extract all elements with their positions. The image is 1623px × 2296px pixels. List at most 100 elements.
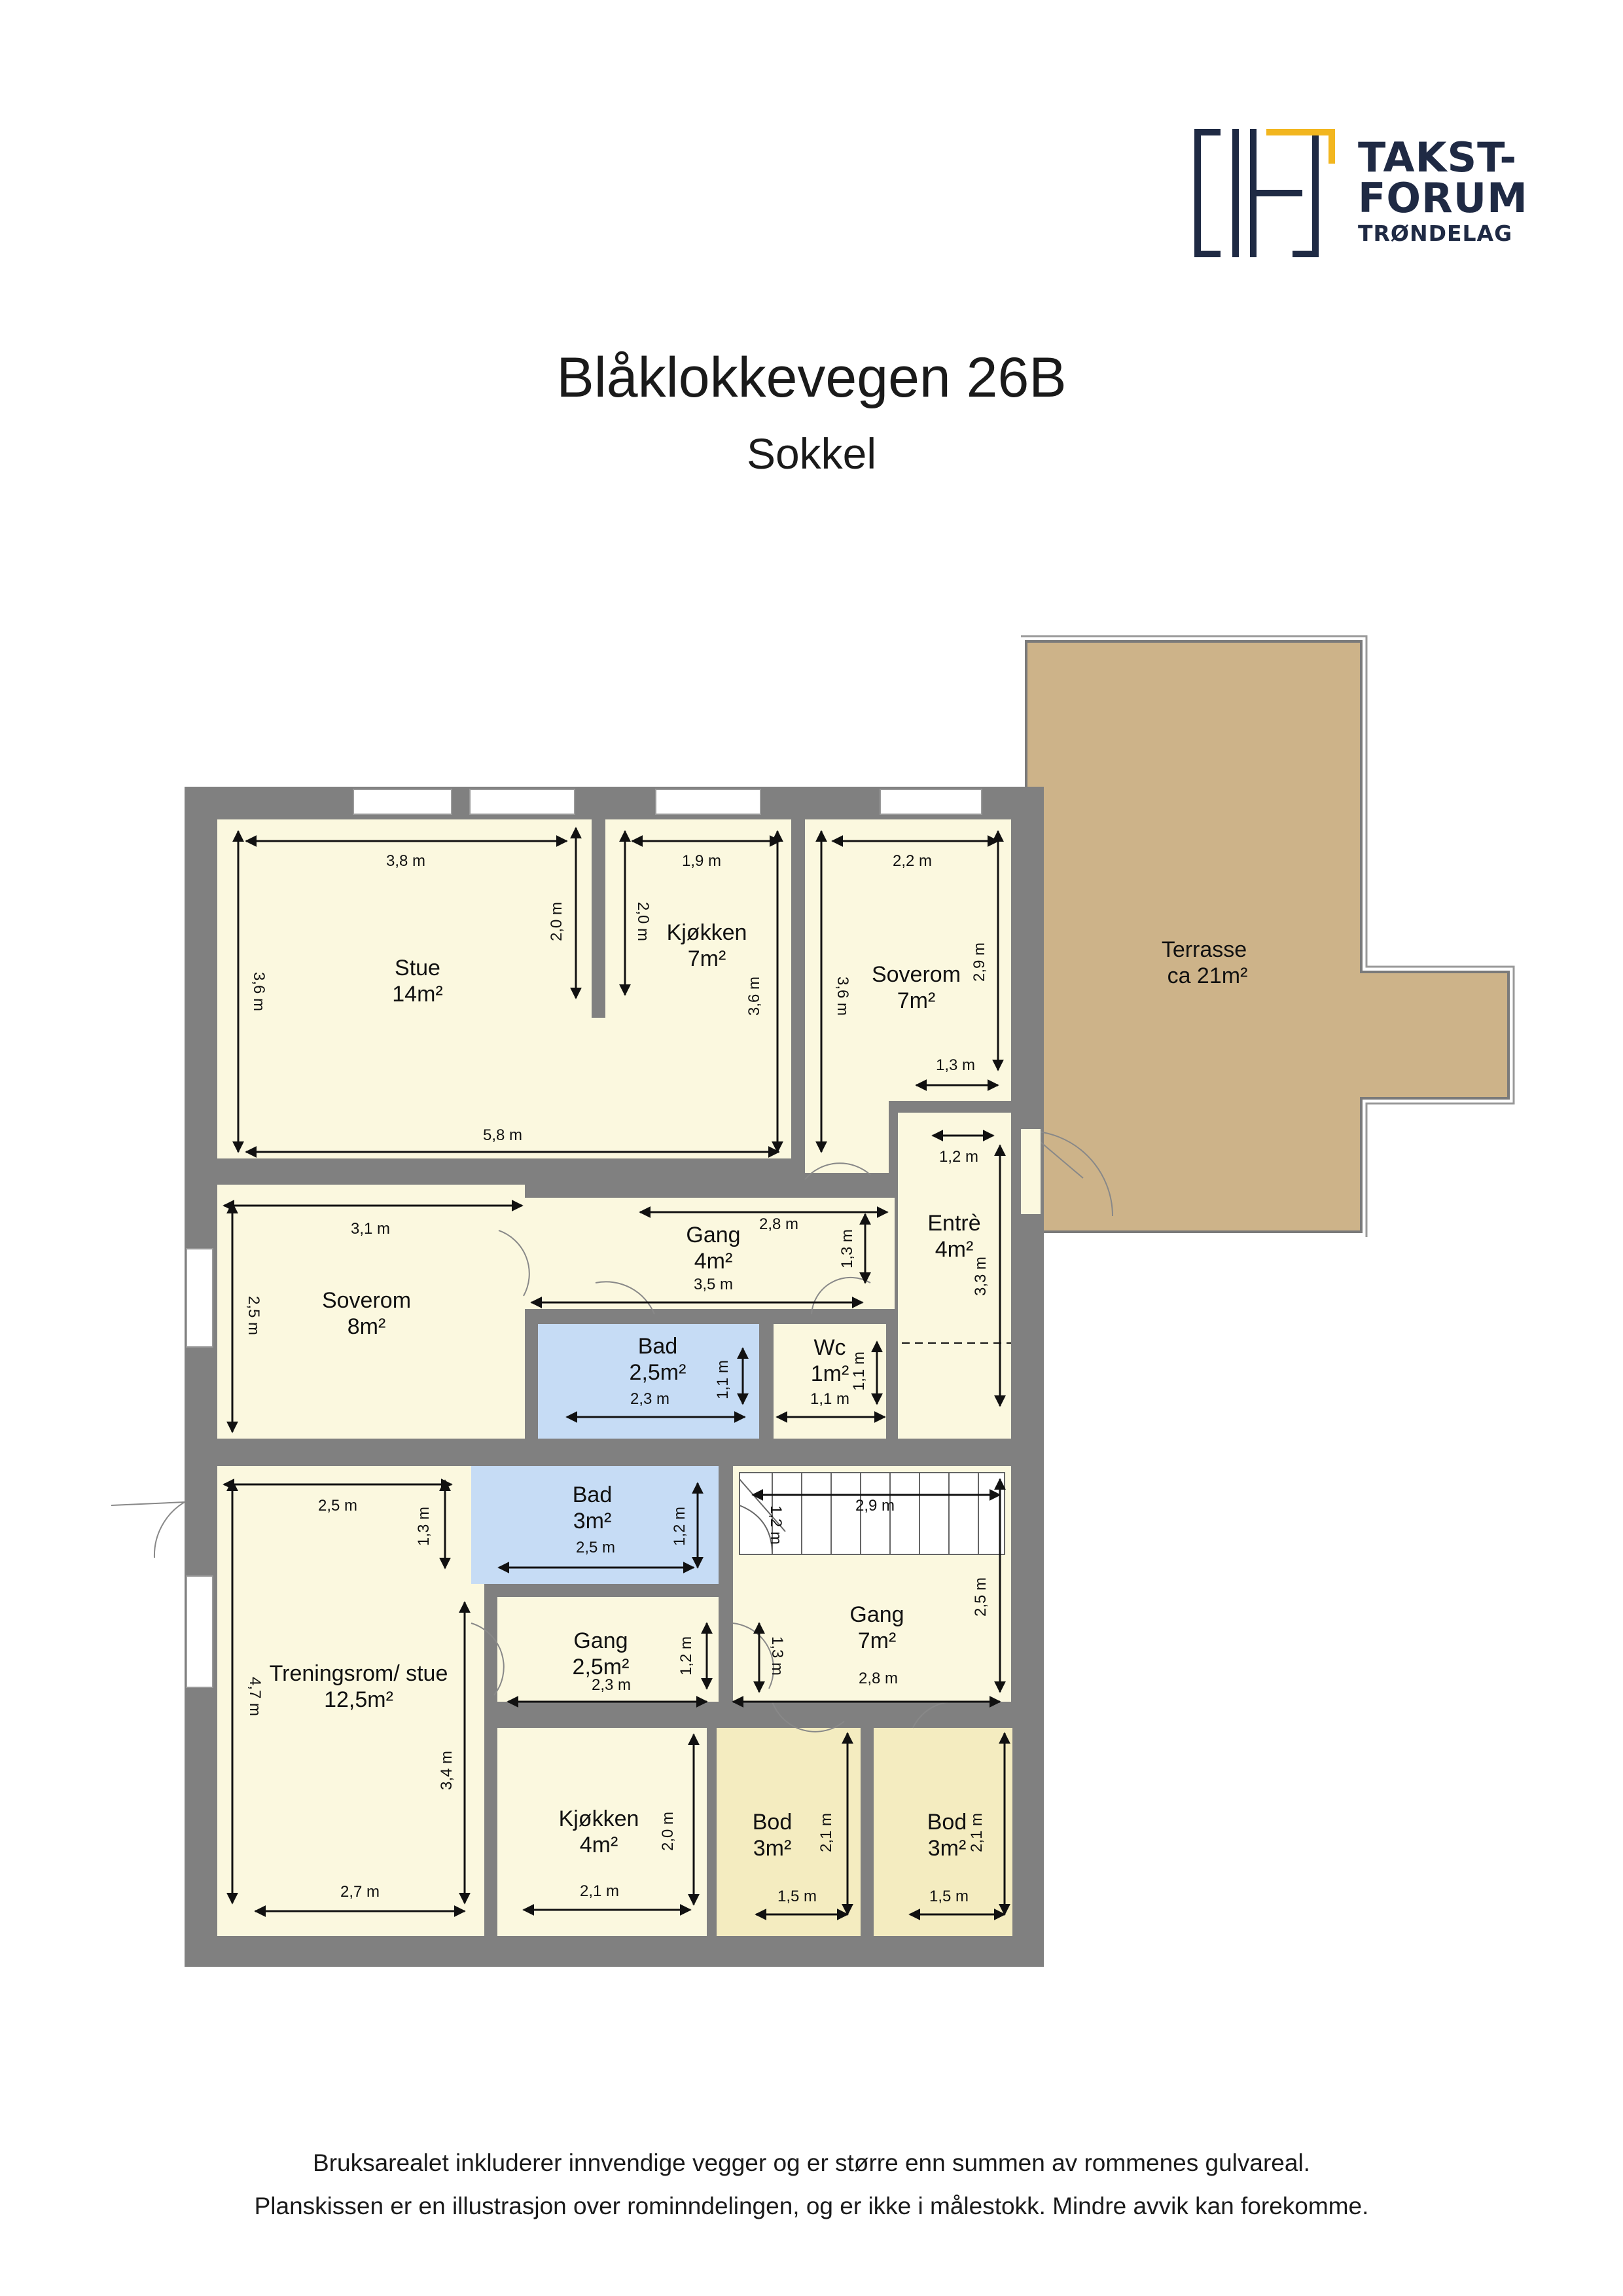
dim-label: 1,3 m bbox=[415, 1507, 433, 1546]
logo-line-3: TRØNDELAG bbox=[1358, 221, 1513, 246]
gang2-floor bbox=[497, 1597, 719, 1702]
dim-label: 1,5 m bbox=[777, 1888, 817, 1905]
room-label-wc: Wc bbox=[813, 1335, 846, 1360]
soverom2-floor bbox=[217, 1185, 525, 1439]
dim-label: 2,8 m bbox=[759, 1215, 798, 1233]
stair-step bbox=[739, 1472, 1005, 1555]
dim-label: 3,8 m bbox=[386, 852, 425, 870]
room-area-bad1: 2,5m² bbox=[630, 1360, 687, 1385]
dim-label: 2,8 m bbox=[859, 1670, 898, 1687]
door-swing bbox=[471, 1623, 505, 1696]
dim-label: 1,1 m bbox=[714, 1360, 732, 1399]
logo-line-1: TAKST- bbox=[1358, 134, 1518, 181]
room-label-trening: Treningsrom/ stue bbox=[270, 1661, 448, 1686]
dim-label: 1,2 m bbox=[767, 1505, 785, 1545]
dim-label: 3,3 m bbox=[972, 1257, 990, 1296]
dim-label: 1,3 m bbox=[838, 1229, 856, 1268]
footer-line-2: Planskissen er en illustrasjon over romi… bbox=[254, 2193, 1369, 2219]
dim-label: 3,6 m bbox=[745, 977, 763, 1016]
dim-label: 3,6 m bbox=[250, 972, 268, 1011]
dim-label: 1,3 m bbox=[936, 1056, 975, 1074]
dim-label: 2,3 m bbox=[592, 1676, 631, 1694]
dim-label: 2,5 m bbox=[245, 1296, 262, 1335]
door-swing bbox=[772, 1701, 845, 1732]
room-label-gang2: Gang bbox=[573, 1628, 628, 1653]
stair-lines bbox=[772, 1473, 979, 1554]
dim-label: 3,6 m bbox=[834, 977, 851, 1016]
dim-label: 4,7 m bbox=[246, 1677, 264, 1716]
gang3-floor bbox=[733, 1558, 1011, 1702]
dim-label: 1,9 m bbox=[682, 852, 721, 870]
dimension-lines bbox=[223, 827, 1011, 1920]
dim-label: 1,2 m bbox=[671, 1507, 688, 1546]
room-label-soverom2: Soverom bbox=[322, 1288, 411, 1313]
dim-label: 2,1 m bbox=[580, 1882, 619, 1900]
room-area-wc: 1m² bbox=[811, 1361, 849, 1386]
dim-label: 1,2 m bbox=[677, 1636, 695, 1676]
room-label-stue: Stue bbox=[395, 956, 440, 980]
kjokken1-floor bbox=[605, 819, 791, 1158]
entre-floor bbox=[898, 1113, 1011, 1439]
doors bbox=[111, 1129, 1113, 1732]
door-swing bbox=[153, 1501, 185, 1558]
dim-label: 2,0 m bbox=[634, 902, 652, 941]
room-area-kjokken2: 4m² bbox=[580, 1833, 618, 1857]
dim-label: 2,7 m bbox=[340, 1883, 380, 1901]
window bbox=[880, 789, 982, 815]
room-label-gang1: Gang bbox=[686, 1223, 740, 1247]
room-label-gang3: Gang bbox=[849, 1602, 904, 1627]
room-area-entre: 4m² bbox=[935, 1237, 974, 1262]
page-subtitle: Sokkel bbox=[746, 429, 877, 478]
dim-label: 2,0 m bbox=[659, 1812, 677, 1851]
room-label-kjokken2: Kjøkken bbox=[559, 1806, 639, 1831]
room-area-gang1: 4m² bbox=[694, 1249, 733, 1274]
bod2-floor bbox=[874, 1728, 1012, 1936]
stair-curve bbox=[739, 1479, 786, 1555]
door-swing bbox=[498, 1230, 530, 1297]
takstforum-logo-mark bbox=[1194, 129, 1335, 257]
room-area-soverom1: 7m² bbox=[897, 988, 936, 1013]
logo-wordmark: TAKST- FORUM TRØNDELAG bbox=[1358, 134, 1528, 246]
window bbox=[469, 789, 575, 815]
room-label-kjokken1: Kjøkken bbox=[667, 920, 747, 945]
dim-label: 1,2 m bbox=[939, 1148, 978, 1166]
soverom1-floor bbox=[805, 819, 1011, 1101]
bod1-floor bbox=[717, 1728, 861, 1936]
room-label-bod1: Bod bbox=[753, 1810, 793, 1835]
room-area-bod2: 3m² bbox=[928, 1836, 967, 1861]
room-area-gang3: 7m² bbox=[858, 1628, 897, 1653]
logo-bracket-icon bbox=[1194, 129, 1335, 257]
kjokken2-floor bbox=[497, 1728, 707, 1936]
dim-label: 2,0 m bbox=[548, 902, 565, 941]
dim-label: 2,5 m bbox=[576, 1539, 615, 1556]
dim-label: 1,3 m bbox=[768, 1636, 786, 1676]
dim-label: 3,5 m bbox=[694, 1276, 733, 1293]
room-label-soverom1: Soverom bbox=[872, 962, 961, 987]
dim-label: 1,1 m bbox=[850, 1352, 868, 1391]
footer-line-1: Bruksarealet inkluderer innvendige vegge… bbox=[313, 2149, 1310, 2176]
room-area-stue: 14m² bbox=[392, 982, 442, 1007]
window bbox=[186, 1248, 213, 1348]
door-swing bbox=[1027, 1130, 1113, 1217]
room-area-bod1: 3m² bbox=[753, 1836, 792, 1861]
dim-label: 2,1 m bbox=[968, 1813, 986, 1852]
window bbox=[353, 789, 452, 815]
page-title: Blåklokkevegen 26B bbox=[556, 346, 1067, 409]
room-label-bad2: Bad bbox=[573, 1482, 613, 1507]
dim-label: 3,4 m bbox=[438, 1751, 455, 1790]
dim-label: 2,5 m bbox=[318, 1497, 357, 1515]
dim-label: 2,1 m bbox=[817, 1813, 835, 1852]
door-swing bbox=[732, 1623, 774, 1689]
windows bbox=[186, 789, 982, 1688]
dim-label: 2,2 m bbox=[893, 852, 932, 870]
room-area-bad2: 3m² bbox=[573, 1509, 612, 1534]
dim-label: 5,8 m bbox=[483, 1126, 522, 1144]
door-opening bbox=[1021, 1129, 1041, 1214]
stairs bbox=[739, 1472, 1005, 1555]
dim-label: 2,3 m bbox=[630, 1390, 669, 1408]
door-swing bbox=[804, 1162, 871, 1180]
soverom1-floor-lower bbox=[805, 1101, 889, 1173]
dim-label: 3,1 m bbox=[351, 1220, 390, 1238]
room-label-entre: Entrè bbox=[927, 1211, 980, 1236]
